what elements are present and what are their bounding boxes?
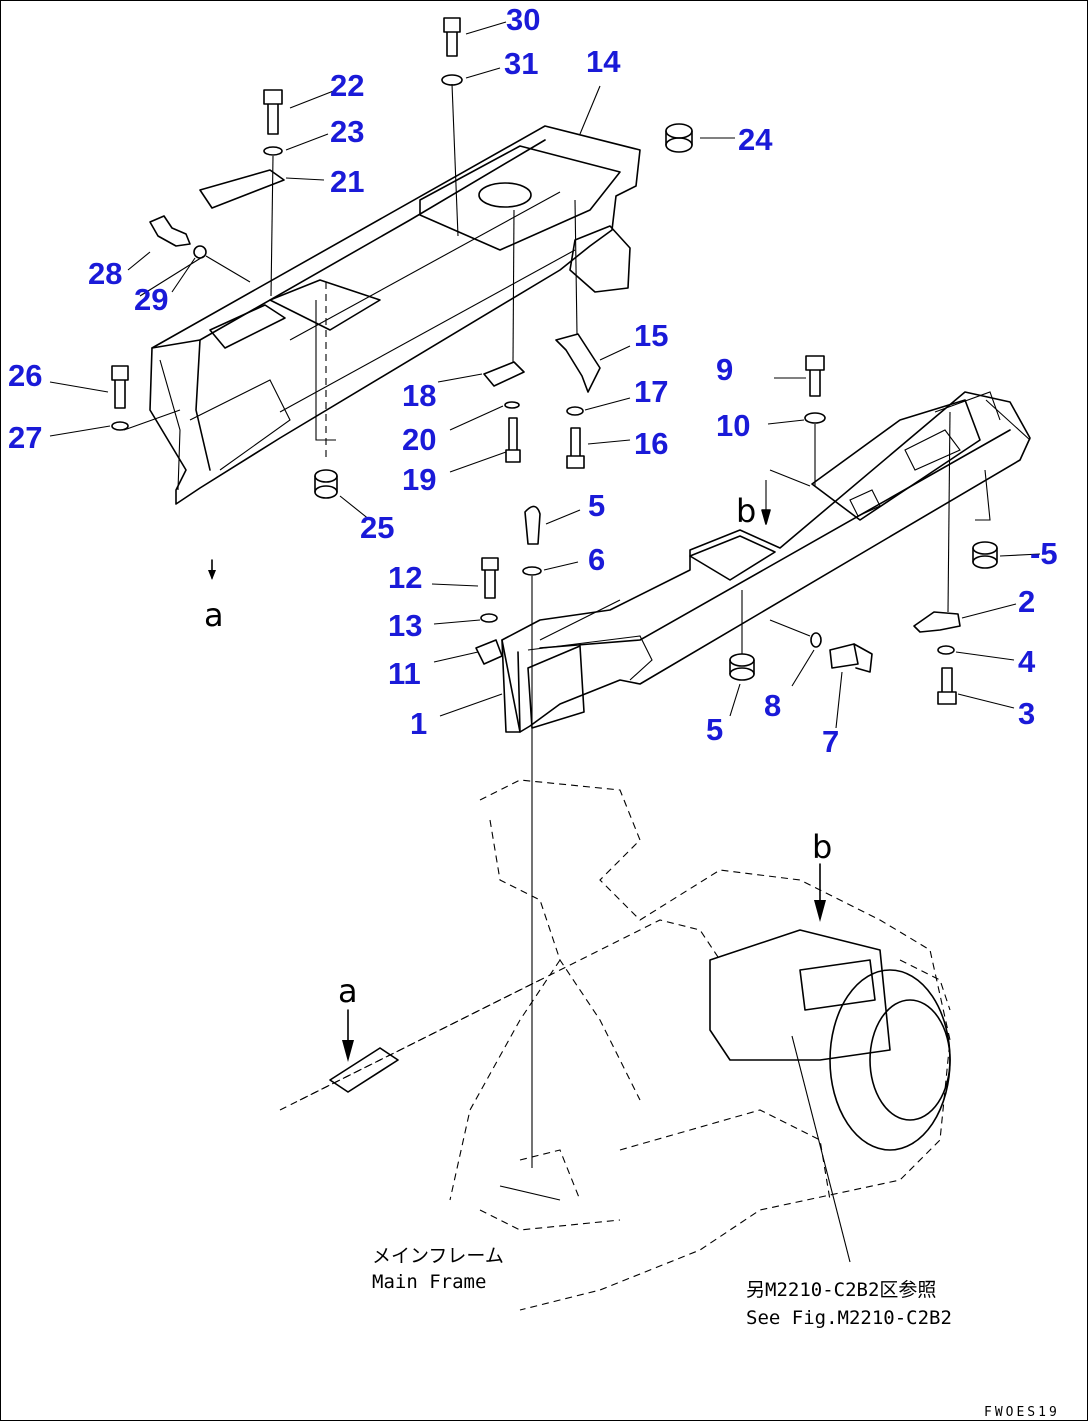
callout-31: 30	[506, 2, 540, 37]
callout-13: 12	[388, 560, 422, 595]
see-fig-label-jp: 另M2210-C2B2区参照	[746, 1279, 936, 1301]
callout-18: 17	[634, 374, 668, 409]
callout-15: 14	[586, 44, 621, 79]
view-mark-b-lower: b	[812, 828, 832, 866]
callout-24: 23	[330, 114, 364, 149]
callout-27: 26	[8, 358, 42, 393]
lower-frame	[501, 391, 1031, 733]
callout-5-left: 5	[706, 712, 723, 747]
callout-leaders	[49, 21, 1041, 729]
notes: メインフレーム Main Frame 另M2210-C2B2区参照 See Fi…	[372, 1245, 1060, 1420]
upper-small-parts	[111, 17, 693, 499]
callout-29: 28	[88, 256, 122, 291]
callout-26: 25	[360, 510, 394, 545]
lower-small-parts	[475, 355, 998, 1168]
view-letters: a b a b	[204, 492, 832, 1010]
callout-6: 5	[588, 488, 605, 523]
callout-10: 9	[716, 352, 733, 387]
view-mark-a-upper: a	[204, 596, 224, 634]
main-frame-label-jp: メインフレーム	[372, 1245, 504, 1267]
view-arrows	[208, 559, 851, 1263]
callout-4: 4	[1018, 644, 1036, 679]
callout-19: 18	[402, 378, 436, 413]
drawing-code: FWOES19	[984, 1405, 1060, 1420]
callout-22: 21	[330, 164, 364, 199]
main-frame-label-en: Main Frame	[372, 1271, 486, 1293]
callout-12: 11	[388, 656, 421, 691]
callout-1: 1	[410, 706, 427, 741]
view-mark-a-lower: a	[338, 972, 358, 1010]
callout-28: 27	[8, 420, 42, 455]
callout-11: 10	[716, 408, 750, 443]
callout-3: 3	[1018, 696, 1035, 731]
callout-2: 2	[1018, 584, 1035, 619]
callout-14: 13	[388, 608, 422, 643]
see-fig-label-en: See Fig.M2210-C2B2	[746, 1307, 952, 1329]
callout-21: 20	[402, 422, 436, 457]
callout-7: 6	[588, 542, 605, 577]
callout-8: 7	[822, 724, 839, 759]
callout-25: 24	[738, 122, 773, 157]
callout-30: 29	[134, 282, 168, 317]
callout-9: 8	[764, 688, 781, 723]
callout-16: 15	[634, 318, 668, 353]
callout-numbers: 30 31 14 22 23 21 24 28 29 26 27 18 20 1…	[8, 2, 1058, 759]
callout-23: 22	[330, 68, 364, 103]
callout-20: 19	[402, 462, 436, 497]
callout-5-right: -5	[1030, 536, 1058, 571]
callout-17: 16	[634, 426, 668, 461]
upper-subframe	[149, 125, 641, 505]
view-mark-b-upper: b	[736, 492, 756, 530]
callout-32: 31	[504, 46, 538, 81]
main-frame	[279, 779, 951, 1311]
